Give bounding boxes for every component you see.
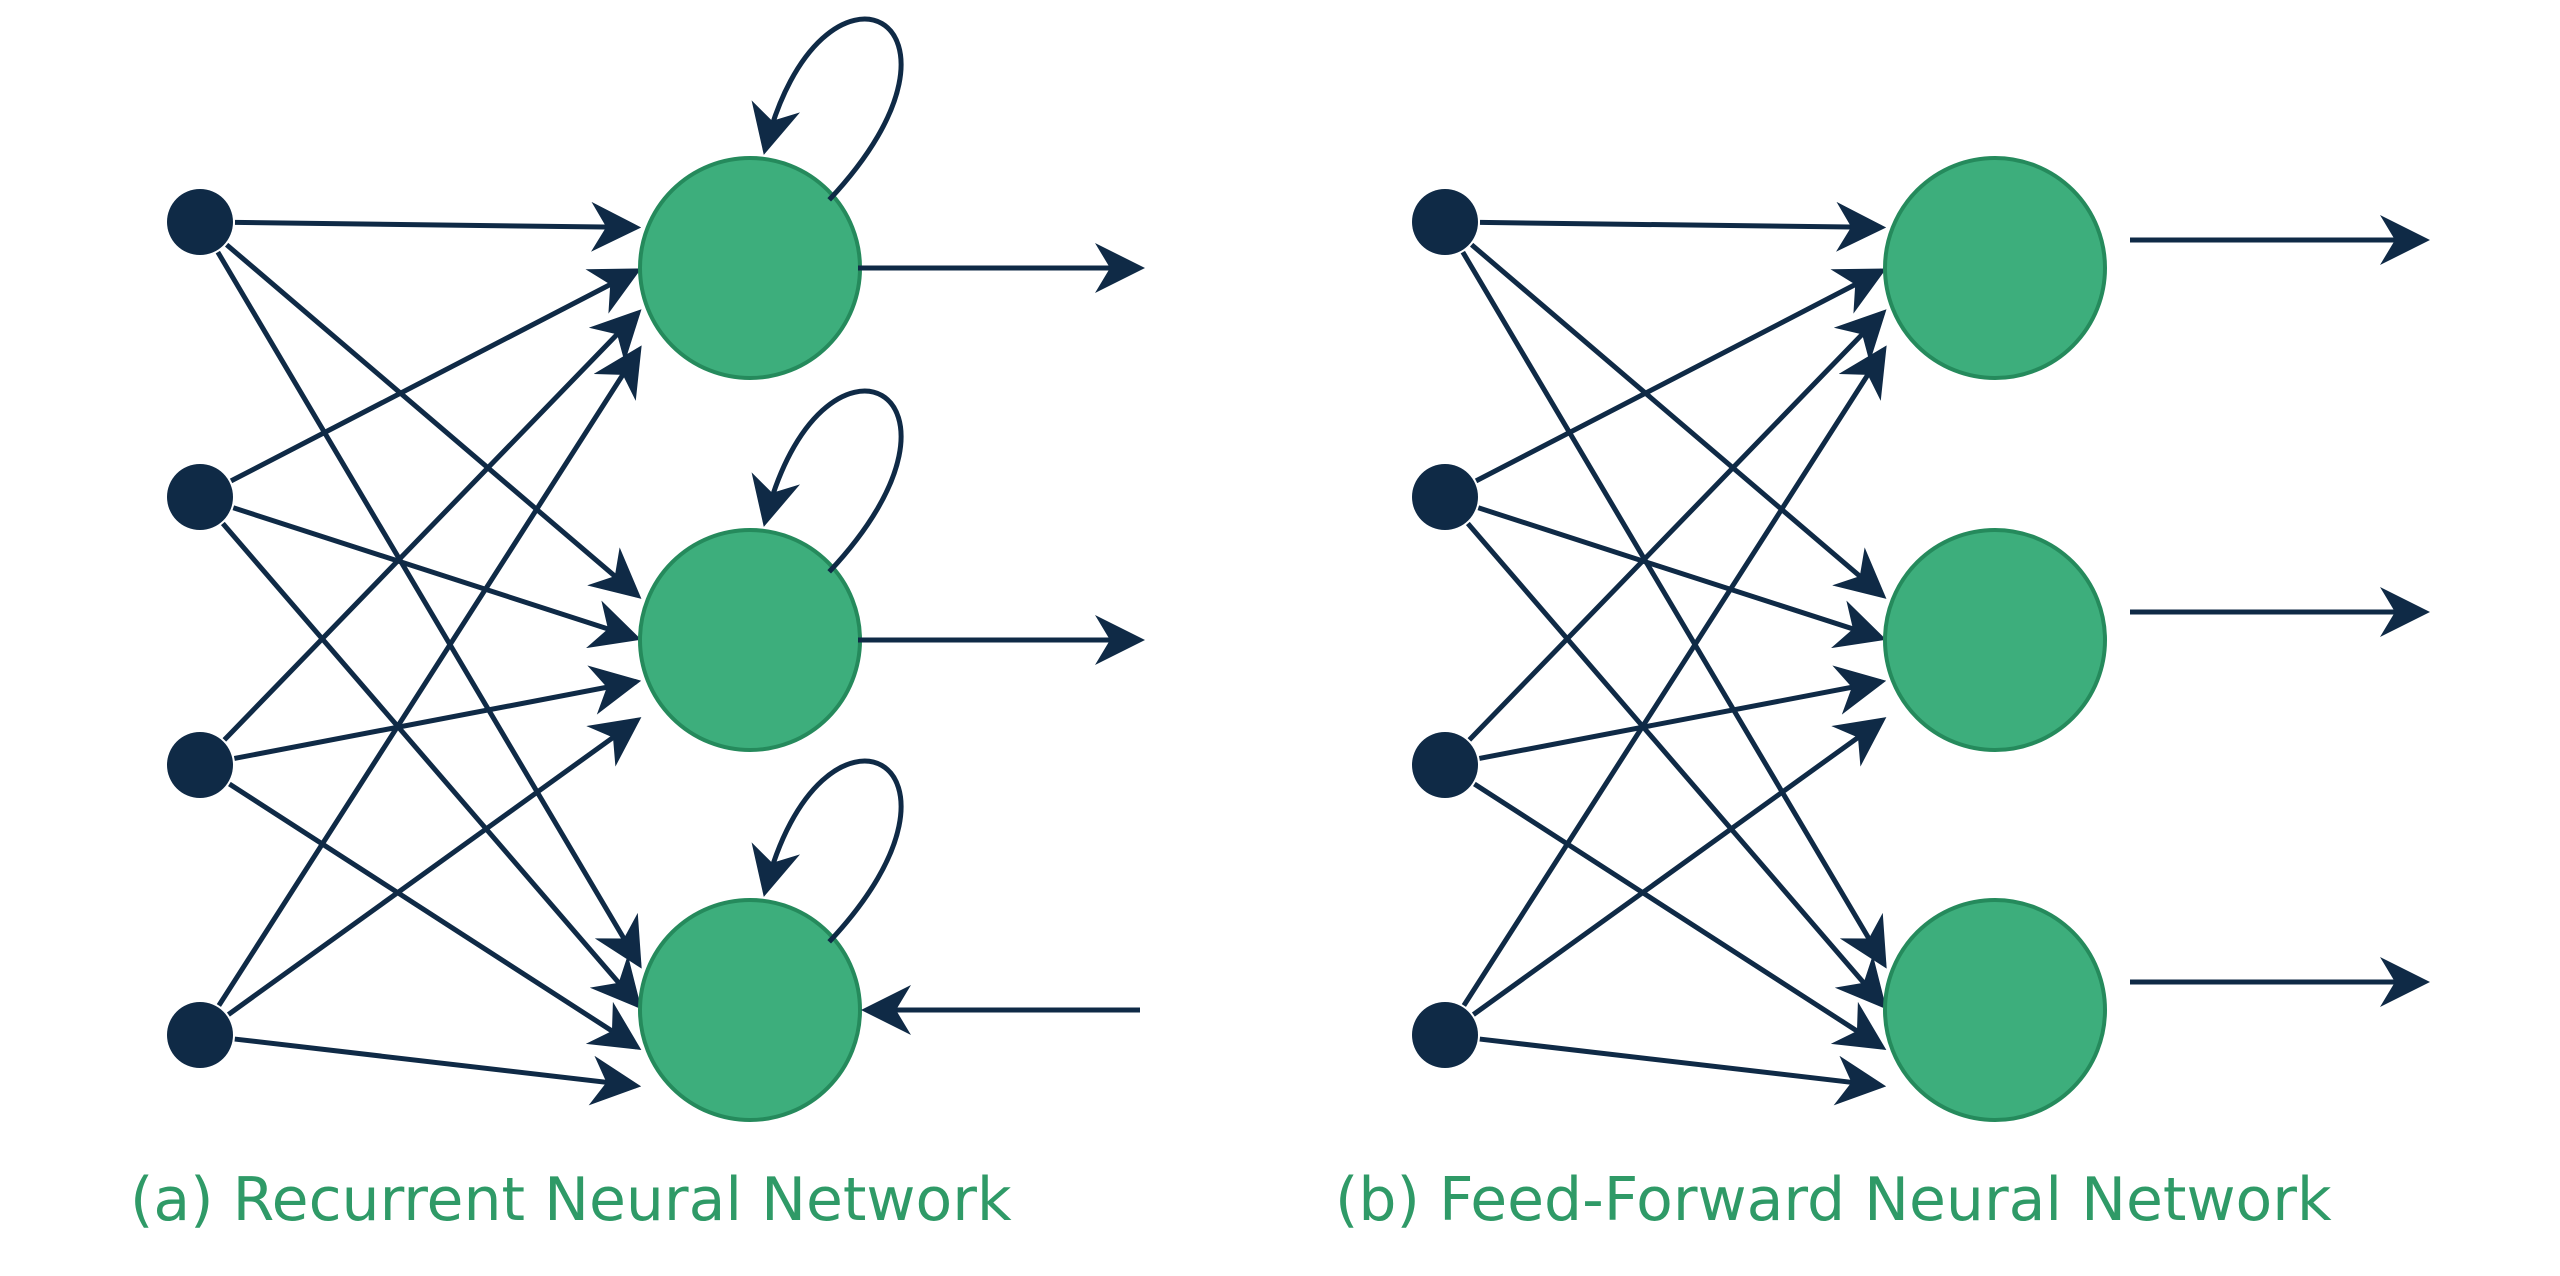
connection-arrow-4-3 [1479, 1036, 1887, 1106]
input-node-1 [167, 189, 233, 255]
input-node-3 [1412, 732, 1478, 798]
connection-arrow-1-1 [1479, 201, 1887, 252]
connection-arrow-3-1 [222, 309, 642, 742]
recurrent-network-panel [167, 16, 1145, 1122]
connection-arrow-2-1 [229, 268, 642, 484]
neuron-3 [1883, 898, 2107, 1122]
connection-arrow-4-2 [226, 717, 642, 1017]
connection-arrow-4-3 [234, 1036, 642, 1106]
connection-arrow-4-2 [1471, 717, 1887, 1017]
connection-arrow-3-2 [1478, 665, 1887, 761]
connection-arrow-2-2 [1477, 505, 1887, 649]
connection-arrow-1-3 [1460, 250, 1887, 969]
input-node-3 [167, 732, 233, 798]
self-loop-arrow-2 [751, 388, 904, 574]
connection-arrow-1-2 [1469, 242, 1887, 599]
connection-arrow-3-3 [1473, 781, 1887, 1050]
connection-arrow-1-3 [215, 250, 642, 969]
connection-arrow-3-2 [233, 665, 642, 761]
input-node-2 [167, 464, 233, 530]
connection-arrow-2-3 [220, 521, 642, 1010]
connection-arrow-3-3 [228, 781, 642, 1050]
neuron-1 [1883, 156, 2107, 380]
self-loop-arrow-3 [751, 758, 904, 944]
self-loop-arrow-1 [751, 16, 904, 202]
connection-arrow-4-1 [1461, 345, 1887, 1007]
neuron-2 [1883, 528, 2107, 752]
input-node-2 [1412, 464, 1478, 530]
connection-arrow-1-2 [224, 242, 642, 599]
input-node-1 [1412, 189, 1478, 255]
connection-arrow-3-1 [1467, 309, 1887, 742]
recurrent-network-caption: (a) Recurrent Neural Network [130, 1165, 1012, 1235]
connection-arrow-2-3 [1465, 521, 1887, 1010]
feed-forward-network-panel [1412, 156, 2430, 1122]
neuron-1 [638, 156, 862, 380]
neuron-3 [638, 898, 862, 1122]
connection-arrow-2-2 [232, 505, 642, 649]
connection-arrow-2-1 [1474, 268, 1887, 484]
connection-arrow-4-1 [216, 345, 642, 1007]
feed-forward-network-caption: (b) Feed-Forward Neural Network [1335, 1165, 2332, 1235]
neuron-2 [638, 528, 862, 752]
input-node-4 [1412, 1002, 1478, 1068]
input-node-4 [167, 1002, 233, 1068]
connection-arrow-1-1 [234, 201, 642, 252]
